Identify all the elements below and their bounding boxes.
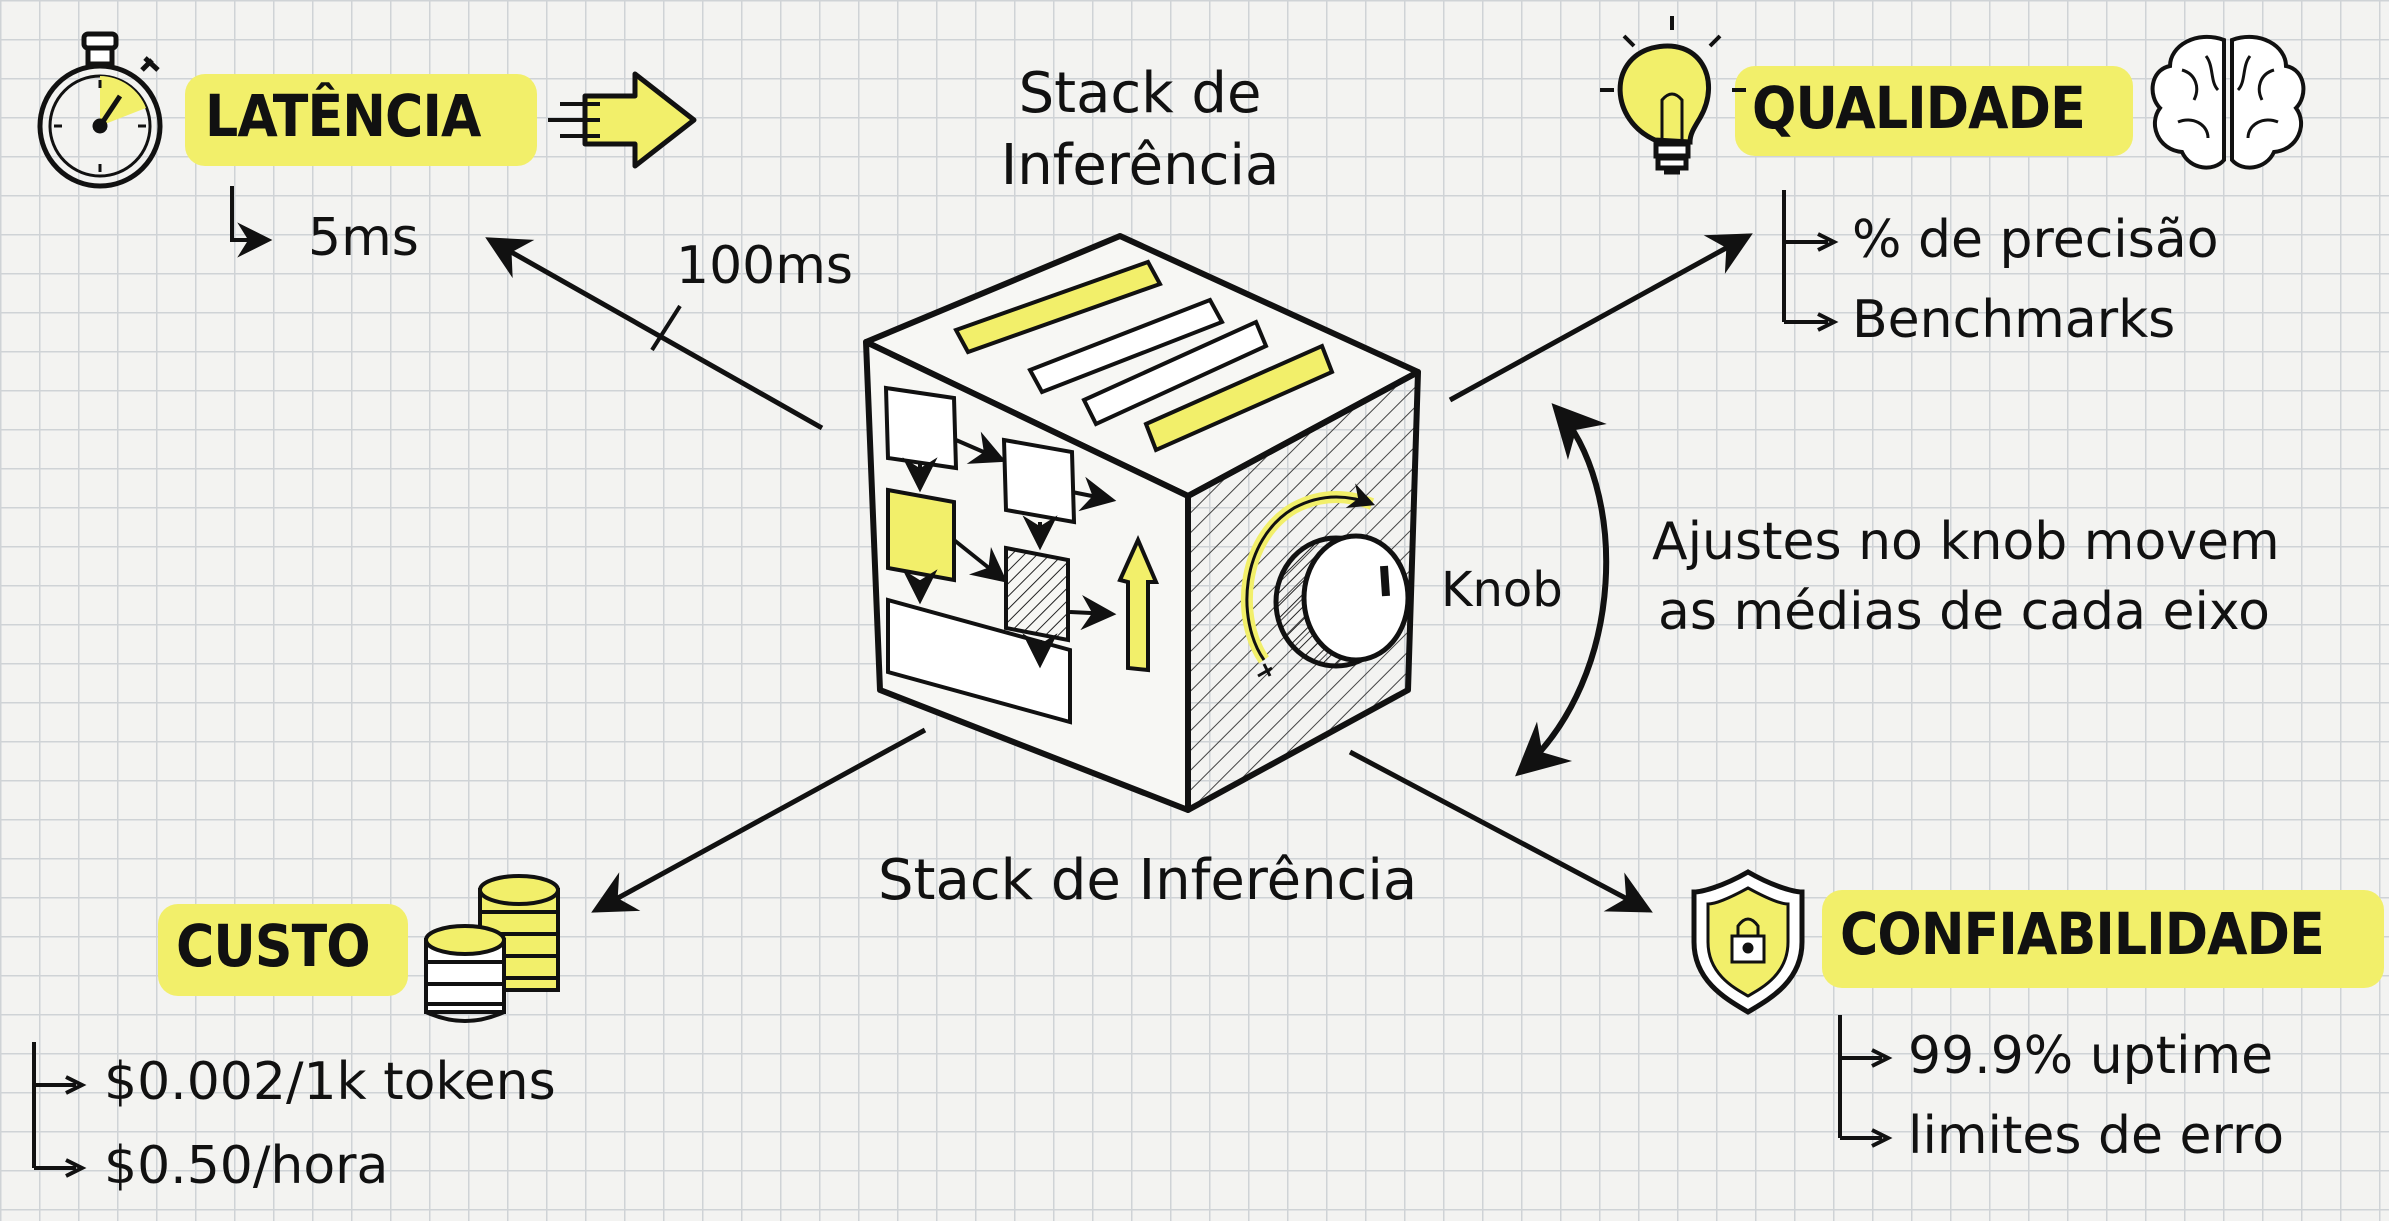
cost-highlight [158,904,408,996]
reliability-item-2: limites de erro [1908,1106,2285,1166]
lightbulb-icon [1600,16,1746,175]
reliability-arrow [1348,749,1653,913]
quality-item-2: Benchmarks [1852,290,2176,350]
cost-arrow [591,727,927,913]
cost-bracket [32,1042,76,1170]
latency-item-1: 5ms [308,208,419,268]
stopwatch-icon [37,31,163,189]
brain-icon [2150,34,2306,170]
cost-title: CUSTO [176,912,371,980]
latency-bracket [230,186,273,258]
quality-item-1: % de precisão [1852,210,2219,270]
center-title-bottom: Stack de Inferência [878,848,1418,913]
quality-highlight [1735,66,2133,156]
quality-bracket [1782,190,1828,324]
speed-arrow-icon [548,71,697,169]
cost-item-2: $0.50/hora [104,1136,389,1196]
knob [1241,483,1411,678]
latency-title: LATÊNCIA [205,82,481,150]
reliability-bracket [1838,1015,1882,1140]
shield-lock-icon [1691,869,1805,1015]
center-title-top: Stack de Inferência [965,58,1315,202]
knob-note-line-1: Ajustes no knob movem [1652,512,2280,572]
reliability-title: CONFIABILIDADE [1840,900,2325,968]
reliability-item-1: 99.9% uptime [1908,1026,2274,1086]
latency-arrow-tick [650,304,682,352]
cost-item-1: $0.002/1k tokens [104,1052,556,1112]
latency-arrow-label: 100ms [676,236,853,296]
latency-highlight [185,74,537,166]
coins-icon [424,874,560,1023]
knob-note-line-2: as médias de cada eixo [1658,582,2270,642]
knob-label: Knob [1441,562,1563,618]
reliability-highlight [1822,890,2384,988]
center-title-top-line-1: Stack de [1018,61,1262,126]
center-title-top-line-2: Inferência [1000,133,1280,198]
quality-title: QUALIDADE [1752,74,2086,142]
cube-top-slots [953,259,1335,453]
quality-arrow [1448,233,1753,403]
cube-front-flowchart [883,385,1160,725]
latency-arrow [485,237,824,431]
knob-curved-arrow [1515,403,1610,777]
